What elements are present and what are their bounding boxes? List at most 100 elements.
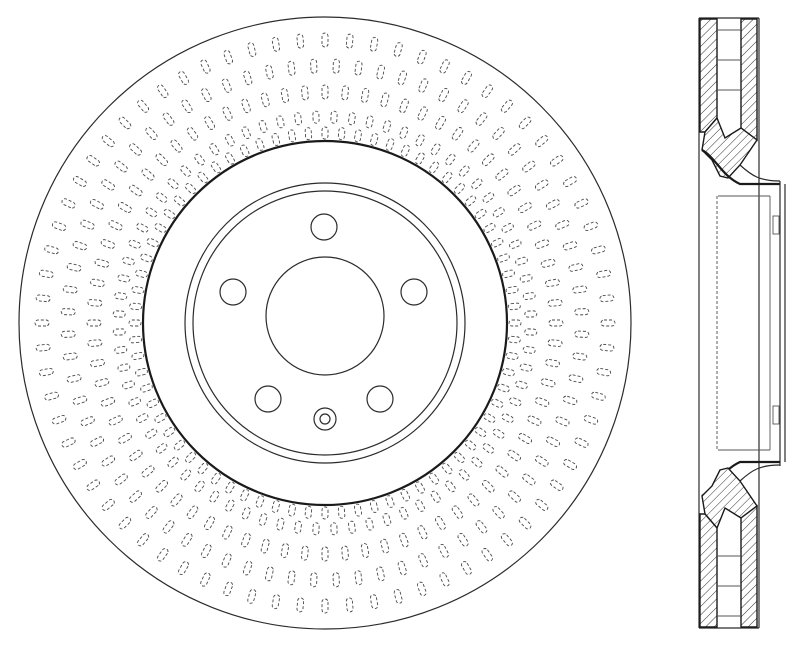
vent-slot xyxy=(365,517,374,531)
vent-slot xyxy=(61,198,76,209)
vent-slot xyxy=(491,237,504,248)
vent-slot xyxy=(72,395,88,405)
lug-hole-5 xyxy=(219,278,247,306)
vent-slot xyxy=(400,144,411,157)
vent-slot xyxy=(500,99,513,113)
vent-slot xyxy=(445,153,456,166)
vent-slot xyxy=(112,310,126,318)
vent-slot xyxy=(515,256,528,266)
vent-slot xyxy=(122,256,135,266)
vent-slot xyxy=(534,455,549,467)
vent-slot xyxy=(117,433,132,444)
vent-slot xyxy=(112,328,126,336)
vent-slot xyxy=(129,302,143,311)
vent-slot xyxy=(505,286,519,294)
vent-slot xyxy=(243,560,253,576)
vent-slot xyxy=(428,472,440,485)
vent-slot xyxy=(258,120,268,133)
vent-slot xyxy=(509,397,522,407)
vent-slot xyxy=(482,443,495,454)
rotor-face-view xyxy=(18,16,632,630)
vent-slot xyxy=(221,553,232,568)
vent-slot xyxy=(438,88,449,102)
vent-slot xyxy=(550,154,564,167)
vent-slot xyxy=(348,520,356,534)
vent-slot xyxy=(276,115,285,129)
rotor-outer-edge xyxy=(18,16,632,630)
vent-slot xyxy=(155,443,168,454)
vent-slot xyxy=(204,115,215,130)
vent-slot xyxy=(540,258,556,268)
vent-slot xyxy=(186,127,199,141)
vent-slot xyxy=(563,176,578,187)
vent-slot xyxy=(200,572,211,587)
vent-slot xyxy=(162,520,175,534)
vent-slot xyxy=(545,278,560,288)
vent-slot xyxy=(66,374,82,383)
vent-slot xyxy=(453,451,465,463)
vent-slot xyxy=(385,138,395,151)
vent-slot xyxy=(475,112,488,126)
vent-slot xyxy=(141,465,155,478)
vent-slot xyxy=(502,269,515,279)
vent-slot xyxy=(464,439,477,451)
vent-slot xyxy=(44,245,59,255)
vent-slot xyxy=(382,513,392,526)
vent-slot xyxy=(141,168,155,181)
vent-slot xyxy=(44,391,59,401)
vent-slot xyxy=(583,414,599,425)
vent-slot xyxy=(170,493,183,507)
vent-slot xyxy=(94,258,110,268)
section-lower-hat-wall xyxy=(701,467,758,530)
vent-slot xyxy=(382,120,392,133)
vent-slot xyxy=(418,78,429,93)
vent-slot xyxy=(416,49,427,65)
vent-slot xyxy=(90,436,104,447)
vent-slot xyxy=(209,143,220,156)
vent-slot xyxy=(534,179,549,191)
vent-slot xyxy=(241,507,251,520)
vent-slot xyxy=(500,533,513,547)
section-upper-inboard-plate xyxy=(699,18,718,133)
vent-slot xyxy=(310,58,318,74)
center-bore xyxy=(265,256,385,376)
locating-hole-outer xyxy=(313,407,337,431)
vent-slot xyxy=(129,143,142,156)
vent-slot xyxy=(481,84,494,98)
vent-slot xyxy=(508,319,522,327)
vent-slot xyxy=(180,165,192,177)
vent-slot xyxy=(201,544,212,558)
vent-slot xyxy=(535,498,549,511)
vent-slot xyxy=(163,208,176,220)
vent-slot xyxy=(321,506,329,520)
vent-slot xyxy=(555,416,570,427)
rotor-section-view xyxy=(698,17,786,629)
vent-slot xyxy=(415,134,425,147)
vent-slot xyxy=(397,560,407,576)
vent-slot xyxy=(117,363,131,372)
vent-slot xyxy=(354,570,363,586)
vent-slot xyxy=(136,223,149,233)
vent-slot xyxy=(522,473,536,486)
vent-slot xyxy=(35,294,51,303)
vent-slot xyxy=(430,490,441,503)
lug-hole-3 xyxy=(366,385,394,413)
vent-slot xyxy=(155,480,168,493)
vent-slot xyxy=(534,239,550,249)
vent-slot xyxy=(461,70,472,85)
vent-slot xyxy=(185,451,197,463)
vent-slot xyxy=(294,520,302,534)
vent-slot xyxy=(509,239,522,249)
vent-slot xyxy=(181,532,193,547)
vent-slot xyxy=(548,319,564,327)
vent-slot xyxy=(72,241,88,251)
vent-slot xyxy=(522,160,536,173)
vent-slot xyxy=(369,594,379,610)
vent-slot xyxy=(265,566,274,582)
vent-slot xyxy=(546,199,560,210)
vent-slot xyxy=(453,183,465,195)
vent-slot xyxy=(354,503,362,517)
section-lower-outboard-plate xyxy=(740,504,758,628)
vent-slot xyxy=(483,413,496,423)
vent-slot xyxy=(223,581,234,597)
